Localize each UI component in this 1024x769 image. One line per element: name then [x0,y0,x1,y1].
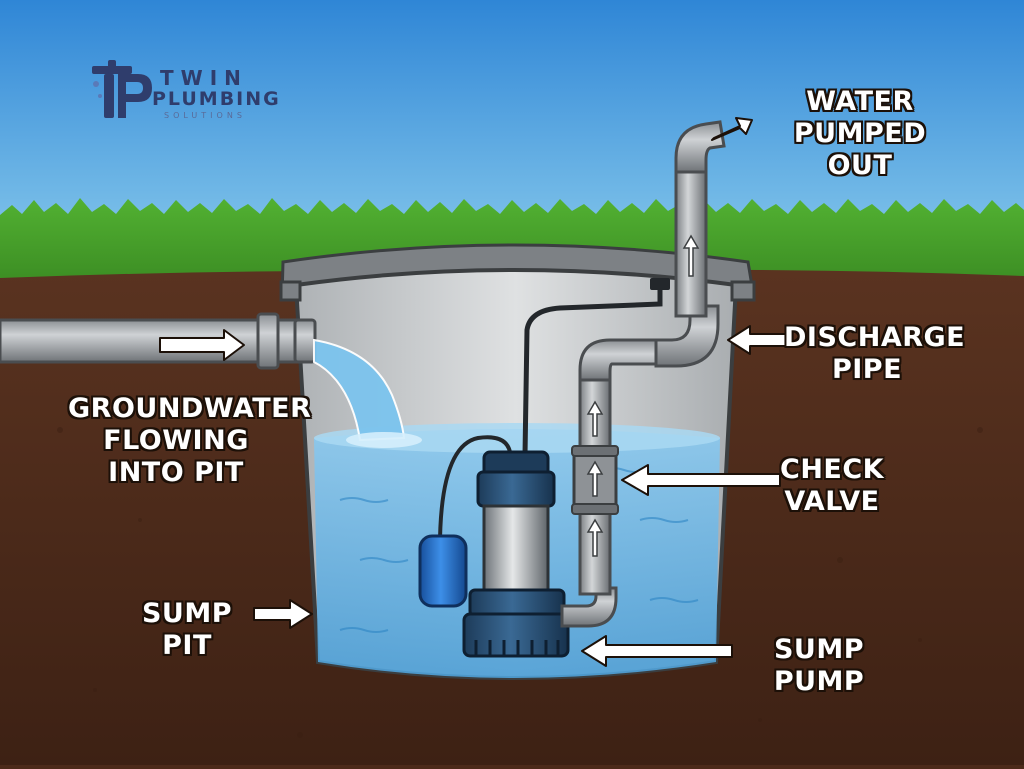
label-sump-pump-line1: SUMP PUMP [773,634,865,697]
check-valve-band-bottom [571,503,619,515]
arrow-sump-pump [581,635,733,667]
label-discharge-line2: PIPE [831,354,903,385]
cord-clip [650,278,670,290]
pump-outlet-elbow [560,586,618,628]
power-cord [522,288,663,456]
discharge-pipe-elbow-2 [654,304,720,368]
brand-name-line2: PLUMBING [152,88,281,110]
discharge-pipe-gooseneck [674,120,726,174]
splash [346,432,422,448]
label-groundwater-line1: GROUNDWATER [68,393,312,424]
label-water-line2: PUMPED OUT [793,118,927,181]
label-discharge-pipe: DISCHARGE PIPE [784,322,966,386]
pump-motor-housing [482,504,550,596]
arrow-check-valve [621,464,781,496]
label-groundwater: GROUNDWATER FLOWING INTO PIT [68,393,312,489]
arrow-discharge [727,325,787,355]
label-water-pumped-out: WATER PUMPED OUT [762,86,958,182]
label-check-line1: CHECK [780,454,885,485]
arrow-water-out [711,117,753,141]
water-surface [314,423,720,453]
label-groundwater-line3: INTO PIT [108,457,244,488]
label-sump-pump: SUMP PUMP [736,634,902,698]
brand-name-line3: SOLUTIONS [164,111,246,120]
label-sump-pit-line1: SUMP PIT [141,598,233,661]
inlet-pipe [0,318,302,364]
label-check-valve: CHECK VALVE [780,454,884,518]
arrow-inlet [159,329,245,361]
pump-base [462,612,570,658]
inlet-pipe-end [293,318,317,364]
label-discharge-line1: DISCHARGE [784,322,966,353]
pump-top-cap [476,470,556,508]
pump-base-grill [474,640,560,656]
label-water-line1: WATER [806,86,914,117]
rim-tab-left [279,280,302,302]
check-valve-band-top [571,445,619,457]
brand-name-line1: TWIN [160,66,248,90]
float-switch [418,534,468,608]
float-cord [437,435,512,561]
soil-texture [57,427,983,738]
pump-volute [468,588,566,618]
label-groundwater-line2: FLOWING [103,425,249,456]
label-arrows [159,117,787,667]
flow-arrows-in-pipe [586,234,700,557]
faucet-logo-icon [92,60,152,118]
rim-tab-right [730,280,756,302]
inlet-pipe-coupling [256,312,280,370]
label-sump-pit: SUMP PIT [120,598,254,662]
discharge-pipe-upper [674,166,708,318]
label-check-line2: VALVE [784,486,880,517]
arrow-sump-pit [253,599,313,629]
